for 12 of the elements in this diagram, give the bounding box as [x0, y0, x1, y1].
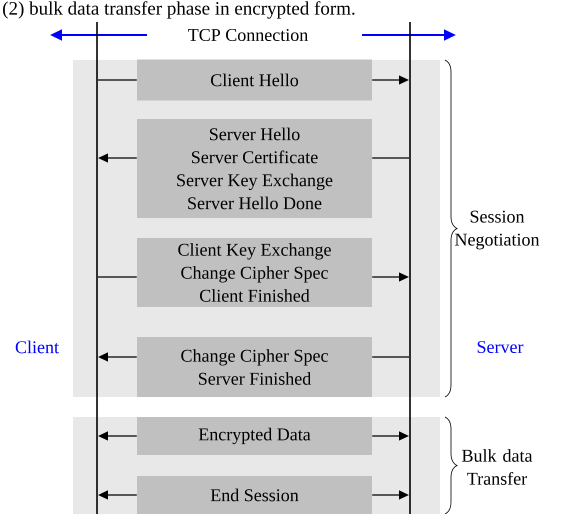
side-label: Session Negotiation	[455, 210, 540, 250]
message-box: Server Hello Server Certificate Server Key Exchange Server Hello Done	[137, 119, 372, 218]
heading-text: TCP Connection	[188, 28, 308, 42]
side-label: Client	[16, 340, 59, 354]
message-box: Encrypted Data	[137, 417, 372, 455]
message-box: Client Key Exchange Change Cipher Spec Client Finished	[137, 238, 372, 307]
message-box: Change Cipher Spec Server Finished	[137, 337, 372, 397]
message-box: End Session	[137, 476, 372, 514]
caption-text: (2) bulk data transfer phase in encrypted form.	[3, 1, 354, 19]
side-label: Server	[478, 340, 524, 354]
message-box: Client Hello	[137, 60, 372, 100]
side-label: Bulk data Transfer	[462, 449, 532, 485]
